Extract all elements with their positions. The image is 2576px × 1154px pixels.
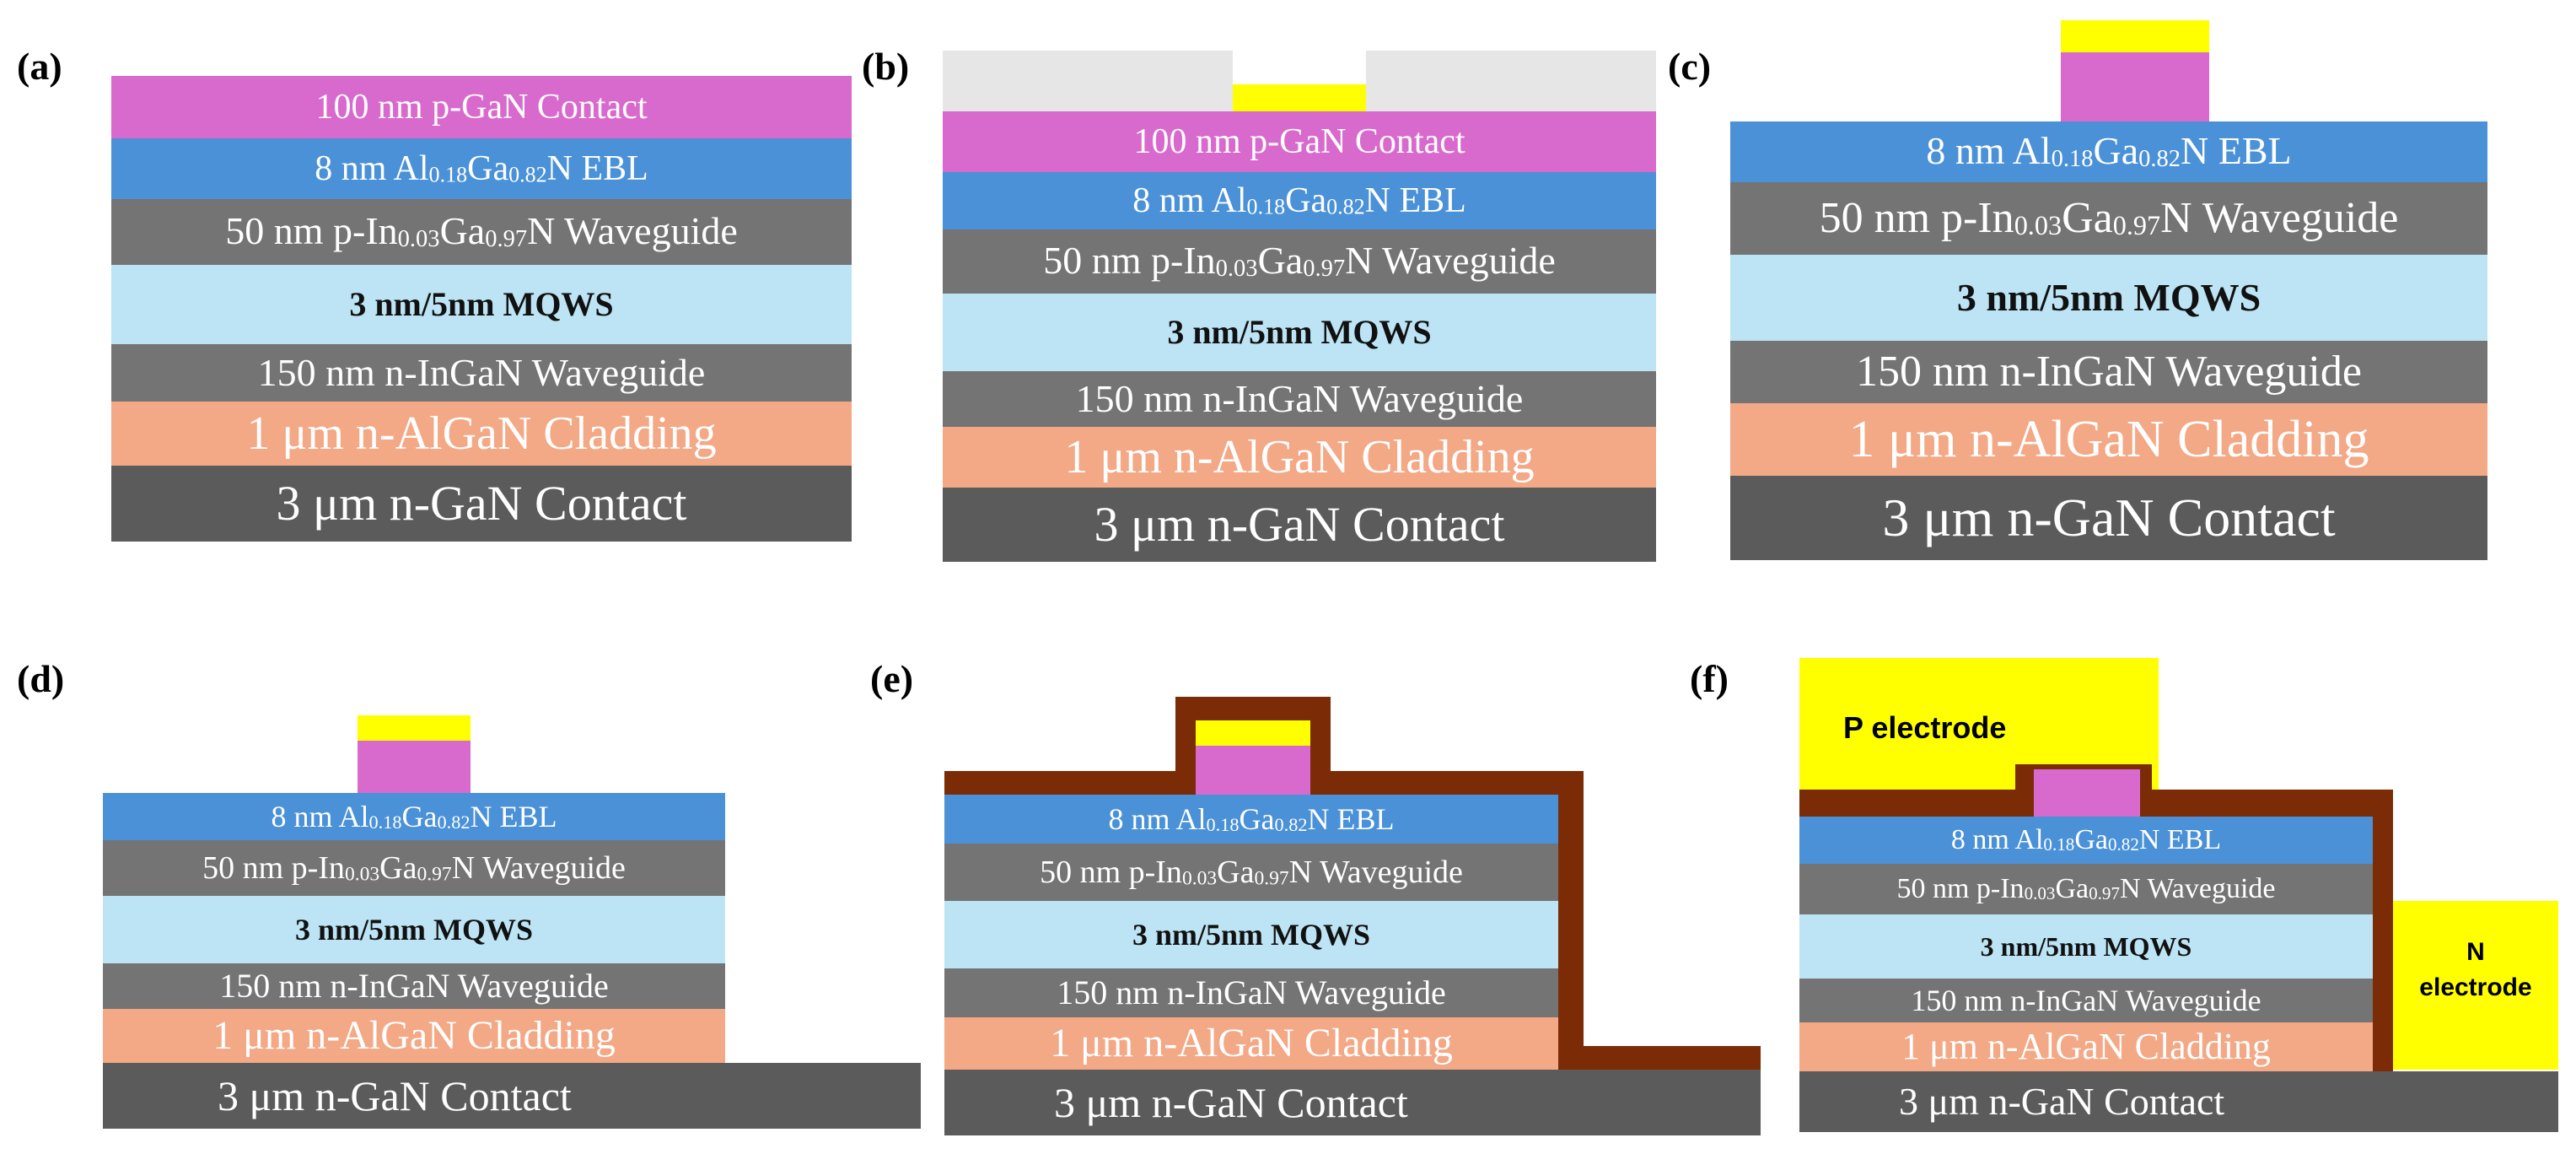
layer-p-ingan-waveguide: 50 nm p-In0.03Ga0.97N Waveguide xyxy=(1730,182,2487,255)
layer-p-gan-contact: 100 nm p-GaN Contact xyxy=(111,76,852,138)
layer-p-ingan-waveguide: 50 nm p-In0.03Ga0.97N Waveguide xyxy=(1799,864,2373,914)
layer-algan-ebl: 8 nm Al0.18Ga0.82N EBL xyxy=(1799,817,2373,864)
p-metal-contact xyxy=(2061,20,2209,52)
panel-label-c: (c) xyxy=(1668,45,1712,88)
layer-algan-ebl: 8 nm Al0.18Ga0.82N EBL xyxy=(103,793,725,840)
panel-label-f: (f) xyxy=(1690,657,1729,700)
layer-algan-ebl: 8 nm Al0.18Ga0.82N EBL xyxy=(111,138,852,199)
photoresist-left xyxy=(943,51,1233,111)
layer-algan-ebl: 8 nm Al0.18Ga0.82N EBL xyxy=(944,795,1558,844)
layer-mqw: 3 nm/5nm MQWS xyxy=(1799,914,2373,979)
layer-p-ingan-waveguide: 50 nm p-In0.03Ga0.97N Waveguide xyxy=(943,229,1656,294)
layer-n-ingan-waveguide: 150 nm n-InGaN Waveguide xyxy=(111,344,852,402)
panel-label-b: (b) xyxy=(862,45,910,88)
layer-algan-ebl: 8 nm Al0.18Ga0.82N EBL xyxy=(943,172,1656,229)
passivation-top-right xyxy=(2133,790,2393,817)
p-gan-ridge xyxy=(358,741,471,793)
layer-n-algan-cladding: 1 μm n-AlGaN Cladding xyxy=(103,1009,725,1063)
passivation-foot xyxy=(1558,1046,1761,1070)
layer-n-algan-cladding: 1 μm n-AlGaN Cladding xyxy=(1799,1022,2373,1071)
layer-n-ingan-waveguide: 150 nm n-InGaN Waveguide xyxy=(944,968,1558,1017)
layer-n-gan-contact: 3 μm n-GaN Contact xyxy=(1730,476,2487,560)
p-metal-contact xyxy=(358,715,471,741)
layer-n-ingan-waveguide: 150 nm n-InGaN Waveguide xyxy=(943,371,1656,427)
layer-p-ingan-waveguide: 50 nm p-In0.03Ga0.97N Waveguide xyxy=(944,844,1558,901)
panel-label-e: (e) xyxy=(870,657,914,700)
layer-n-gan-contact: 3 μm n-GaN Contact xyxy=(944,1070,1761,1135)
photoresist-right xyxy=(1366,51,1656,111)
layer-n-gan-contact: 3 μm n-GaN Contact xyxy=(943,488,1656,562)
layer-mqw: 3 nm/5nm MQWS xyxy=(111,265,852,344)
layer-n-ingan-waveguide: 150 nm n-InGaN Waveguide xyxy=(1799,979,2373,1022)
layer-p-ingan-waveguide: 50 nm p-In0.03Ga0.97N Waveguide xyxy=(103,840,725,896)
p-gan-ridge xyxy=(2034,769,2140,817)
n-electrode: N electrode xyxy=(2393,901,2558,1070)
layer-mqw: 3 nm/5nm MQWS xyxy=(103,896,725,963)
layer-n-gan-contact: 3 μm n-GaN Contact xyxy=(111,466,852,542)
passivation-sidewall xyxy=(2373,790,2393,1071)
layer-algan-ebl: 8 nm Al0.18Ga0.82N EBL xyxy=(1730,121,2487,182)
p-metal-contact xyxy=(1233,84,1366,111)
layer-n-ingan-waveguide: 150 nm n-InGaN Waveguide xyxy=(1730,341,2487,403)
layer-n-gan-contact: 3 μm n-GaN Contact xyxy=(103,1063,921,1129)
p-gan-ridge xyxy=(1196,746,1310,796)
layer-mqw: 3 nm/5nm MQWS xyxy=(944,901,1558,968)
p-gan-ridge xyxy=(2061,52,2209,121)
layer-n-algan-cladding: 1 μm n-AlGaN Cladding xyxy=(111,402,852,466)
layer-p-gan-contact: 100 nm p-GaN Contact xyxy=(943,111,1656,172)
panel-label-d: (d) xyxy=(17,657,65,700)
layer-p-ingan-waveguide: 50 nm p-In0.03Ga0.97N Waveguide xyxy=(111,199,852,265)
layer-mqw: 3 nm/5nm MQWS xyxy=(1730,255,2487,341)
p-metal-contact xyxy=(1196,720,1310,746)
layer-mqw: 3 nm/5nm MQWS xyxy=(943,294,1656,371)
layer-n-algan-cladding: 1 μm n-AlGaN Cladding xyxy=(1730,403,2487,476)
layer-n-algan-cladding: 1 μm n-AlGaN Cladding xyxy=(943,427,1656,488)
passivation-sidewall xyxy=(1558,771,1584,1070)
layer-n-ingan-waveguide: 150 nm n-InGaN Waveguide xyxy=(103,963,725,1009)
layer-n-gan-contact: 3 μm n-GaN Contact xyxy=(1799,1071,2558,1132)
layer-n-algan-cladding: 1 μm n-AlGaN Cladding xyxy=(944,1017,1558,1070)
panel-label-a: (a) xyxy=(17,45,62,88)
